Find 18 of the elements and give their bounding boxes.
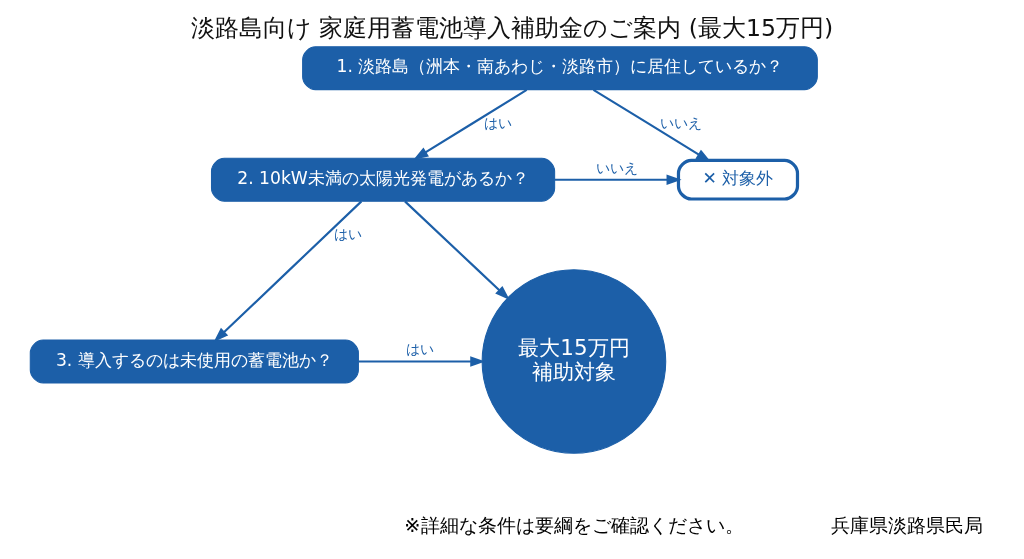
node-box: 1. 淡路島（洲本・南あわじ・淡路市）に居住しているか？ xyxy=(302,46,818,91)
arrow xyxy=(413,88,528,160)
arrow xyxy=(554,174,682,185)
label: ※詳細な条件は要綱をご確認ください。 xyxy=(404,513,744,537)
edge-label: いいえ xyxy=(595,159,638,176)
arrow xyxy=(213,200,363,343)
edge-label: はい xyxy=(333,226,362,243)
arrow xyxy=(358,356,486,367)
node-box: 2. 10kW未満の太陽光発電があるか？ xyxy=(210,157,556,202)
node-box: 3. 導入するのは未使用の蓄電池か？ xyxy=(29,339,359,384)
node-box: ✕ 対象外 xyxy=(676,158,800,201)
node-circle: 最大15万円 補助対象 xyxy=(481,269,667,454)
arrow xyxy=(404,200,510,301)
edge-label: いいえ xyxy=(659,114,702,131)
label: 兵庫県淡路県民局 xyxy=(831,513,984,537)
edge-label: はい xyxy=(406,341,435,358)
edge-label: はい xyxy=(483,114,512,131)
diagram-title: 淡路島向け 家庭用蓄電池導入補助金のご案内 (最大15万円) xyxy=(190,13,834,42)
